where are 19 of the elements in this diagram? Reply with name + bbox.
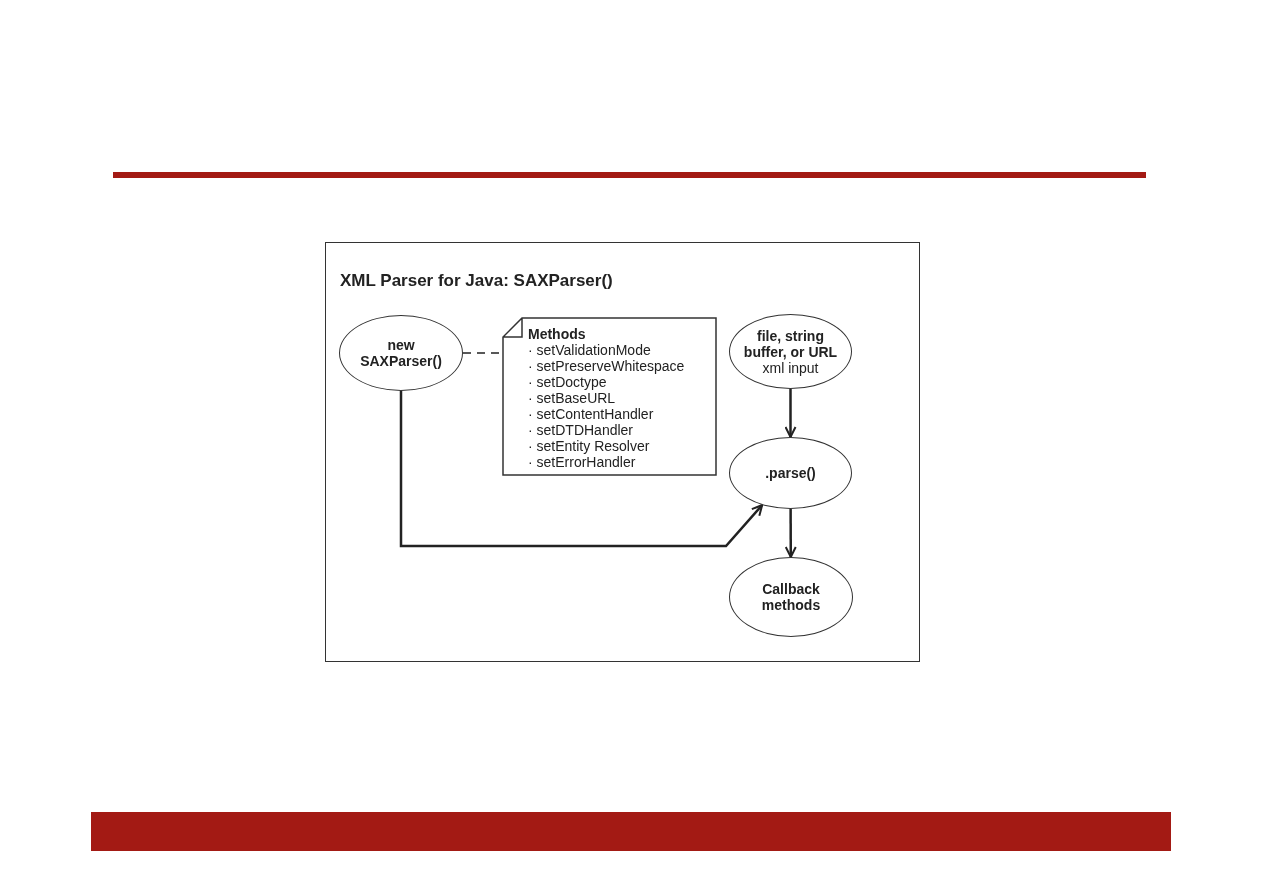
- arrow: [399, 391, 764, 548]
- method-item: · setBaseURL: [528, 390, 617, 406]
- method-item: · setValidationMode: [528, 342, 652, 358]
- method-item: · setDoctype: [528, 374, 608, 390]
- node-label: Methods: [528, 326, 587, 342]
- frame-heading: XML Parser for Java: SAXParser(): [340, 271, 613, 291]
- method-item: · setContentHandler: [528, 406, 655, 422]
- node-sublabel: xml input: [762, 359, 819, 376]
- method-item: · setDTDHandler: [528, 422, 635, 438]
- node-label: Callback methods: [760, 581, 822, 613]
- method-item: · setErrorHandler: [528, 454, 637, 470]
- node-label: new SAXParser(): [359, 337, 443, 369]
- method-item: · setPreserveWhitespace: [528, 358, 686, 374]
- method-item: · setEntity Resolver: [528, 438, 651, 454]
- arrow: [784, 389, 797, 438]
- arrow: [784, 509, 797, 558]
- node-label: .parse(): [765, 465, 816, 481]
- note-box: [502, 317, 717, 476]
- diagram-frame: [325, 242, 920, 662]
